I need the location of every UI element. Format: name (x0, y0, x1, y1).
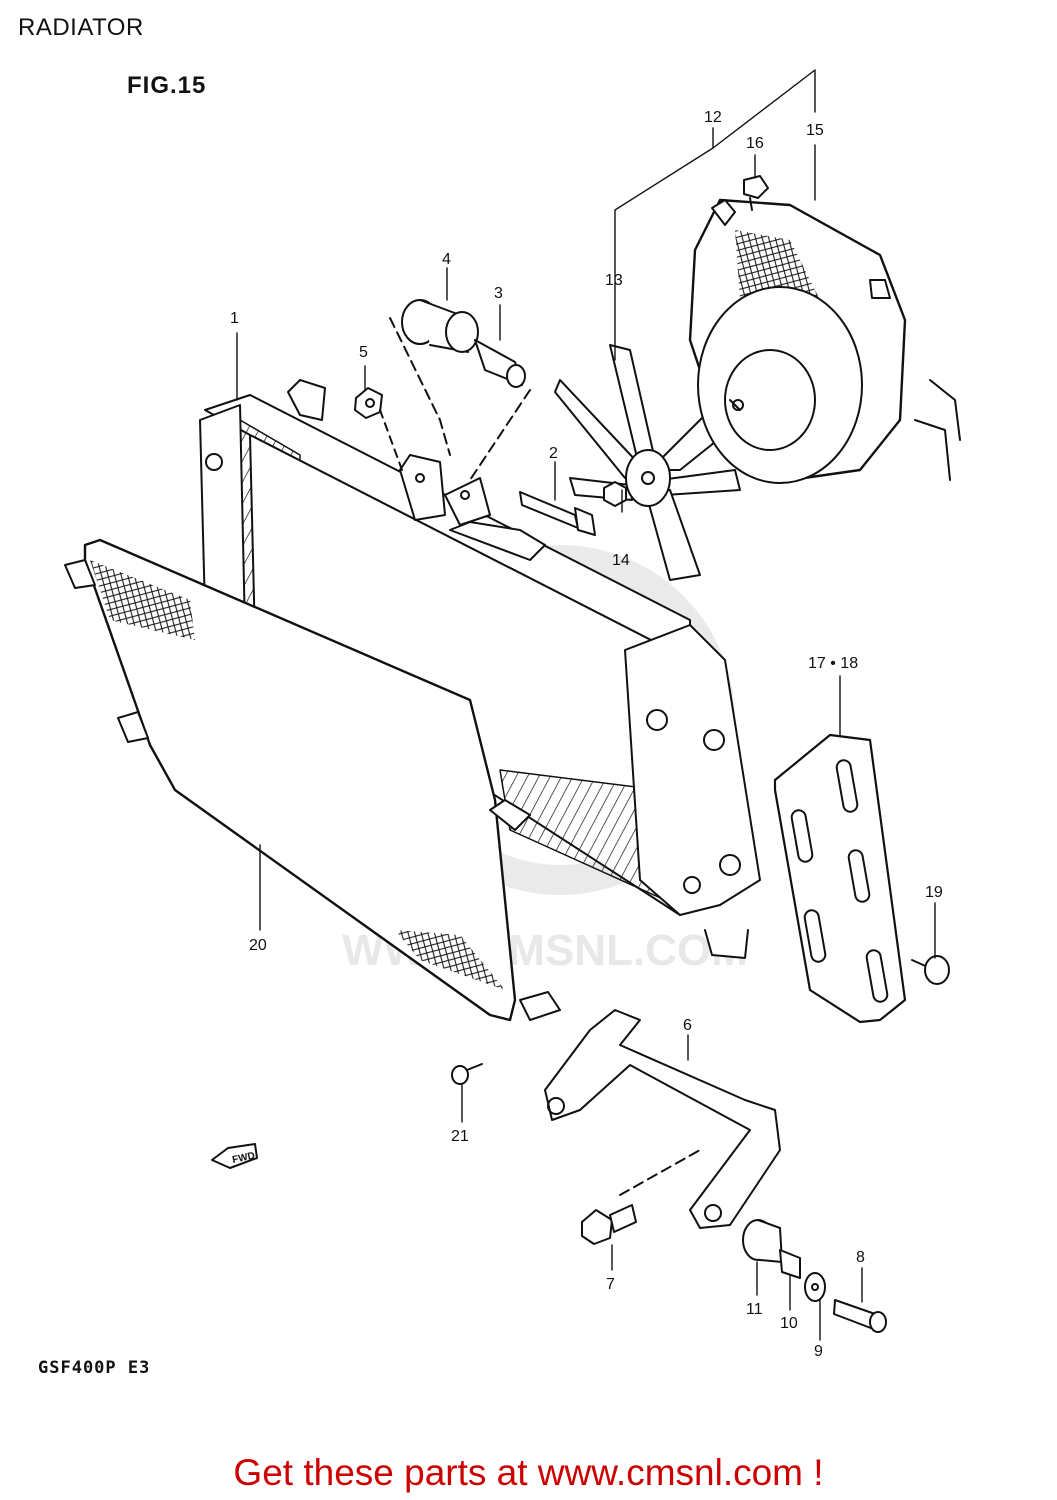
callout-12: 12 (704, 109, 722, 126)
fan-blade (554, 344, 746, 581)
callout-10: 10 (780, 1315, 798, 1332)
buy-parts-link[interactable]: Get these parts at www.cmsnl.com ! (233, 1452, 824, 1493)
callout-1: 1 (230, 310, 239, 327)
nut-5 (354, 387, 403, 471)
callout-21: 21 (451, 1128, 469, 1145)
screw-19 (911, 955, 950, 985)
callout-7: 7 (606, 1276, 615, 1293)
bolt-16 (743, 175, 769, 211)
nut-14 (603, 481, 627, 507)
callout-2: 2 (549, 445, 558, 462)
bolt-2 (519, 491, 596, 536)
page-title: RADIATOR (18, 14, 144, 41)
fan-motor-assembly (688, 198, 961, 484)
callout-15: 15 (806, 122, 824, 139)
bushings (389, 299, 531, 481)
fwd-label: FWD (231, 1150, 256, 1165)
callout-6: 6 (683, 1017, 692, 1034)
callout-8: 8 (856, 1249, 865, 1266)
callout-5: 5 (359, 344, 368, 361)
screw-21 (451, 1063, 483, 1085)
bolt-7 (581, 1204, 637, 1245)
figure-label: FIG.15 (127, 72, 207, 99)
callout-19: 19 (925, 884, 943, 901)
callout-14: 14 (612, 552, 630, 569)
side-bracket (773, 733, 907, 1024)
leader-lines (236, 69, 936, 1341)
callout-16: 16 (746, 135, 764, 152)
radiator-guard (64, 538, 561, 1022)
callout-20: 20 (249, 937, 267, 954)
grommet-set (742, 1219, 887, 1333)
callouts: 1 2 3 4 5 6 7 8 9 10 11 12 13 14 15 16 1… (230, 109, 943, 1360)
callout-17-18: 17 • 18 (808, 655, 858, 672)
radiator-parts-diagram: WWW.CMSNL.COM (64, 69, 961, 1360)
radiator-core (199, 379, 761, 959)
callout-9: 9 (814, 1343, 823, 1360)
fwd-arrow (211, 1143, 258, 1169)
callout-4: 4 (442, 251, 451, 268)
callout-13: 13 (605, 272, 623, 289)
model-code: GSF400P E3 (38, 1358, 151, 1378)
callout-11: 11 (746, 1301, 763, 1318)
lower-bracket (544, 1009, 781, 1229)
callout-3: 3 (494, 285, 503, 302)
